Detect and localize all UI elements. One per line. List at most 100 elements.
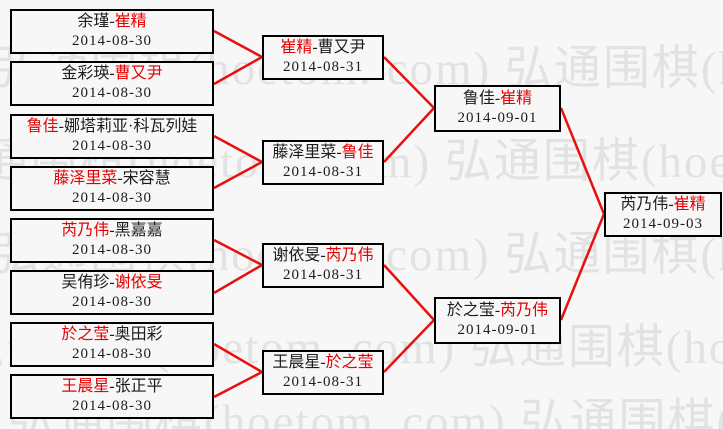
player2-name: 张正平	[114, 378, 163, 395]
match-date: 2014-09-01	[457, 110, 538, 126]
match-box: 於之莹-芮乃伟 2014-09-01	[434, 297, 561, 344]
players-separator: -	[109, 65, 115, 82]
players-separator: -	[109, 326, 115, 343]
match-box: 芮乃伟-崔精 2014-09-03	[604, 192, 722, 237]
match-players: 芮乃伟-黑嘉嘉	[61, 221, 162, 241]
match-players: 王晨星-张正平	[61, 377, 162, 397]
players-separator: -	[109, 222, 115, 239]
match-date: 2014-08-30	[72, 294, 152, 310]
match-date: 2014-09-01	[457, 322, 538, 338]
player1-name: 王晨星	[272, 354, 321, 371]
player2-name: 鲁佳	[341, 144, 374, 161]
connector-line	[383, 319, 435, 373]
players-separator: -	[320, 354, 326, 371]
match-box: 藤泽里菜-宋容慧 2014-08-30	[10, 166, 214, 211]
match-date: 2014-08-31	[283, 59, 363, 75]
connector-line	[213, 342, 263, 374]
connector-line	[213, 55, 263, 86]
match-date: 2014-08-30	[72, 33, 152, 49]
player1-name: 谢依旻	[272, 247, 321, 264]
match-players: 谢依旻-芮乃伟	[272, 246, 373, 266]
match-players: 金彩瑛-曹又尹	[61, 64, 162, 84]
connector-line	[559, 213, 606, 321]
match-players: 余瑾-崔精	[77, 12, 146, 32]
match-box: 余瑾-崔精 2014-08-30	[10, 9, 214, 54]
player2-name: 崔精	[500, 90, 533, 107]
players-separator: -	[668, 196, 674, 213]
match-players: 於之莹-芮乃伟	[447, 301, 548, 321]
match-players: 於之莹-奥田彩	[61, 325, 162, 345]
match-date: 2014-08-30	[72, 138, 152, 154]
player2-name: 芮乃伟	[325, 247, 374, 264]
connector-line	[213, 263, 263, 295]
connector-line	[213, 134, 263, 164]
connector-line	[213, 238, 263, 267]
match-players: 藤泽里菜-宋容慧	[53, 169, 170, 189]
players-separator: -	[58, 118, 64, 135]
connector-line	[383, 107, 435, 163]
match-players: 崔精-曹又尹	[280, 38, 365, 58]
players-separator: -	[109, 274, 115, 291]
players-separator: -	[117, 170, 123, 187]
player2-name: 曹又尹	[114, 65, 163, 82]
match-box: 吴侑珍-谢依旻 2014-08-30	[10, 270, 214, 315]
players-separator: -	[494, 90, 501, 107]
player1-name: 吴侑珍	[61, 274, 110, 291]
connector-line	[213, 29, 263, 59]
connector-line	[213, 160, 263, 190]
player1-name: 鲁佳	[462, 90, 495, 107]
player1-name: 藤泽里菜	[272, 144, 337, 161]
player1-name: 王晨星	[61, 378, 110, 395]
connector-line	[383, 264, 435, 321]
player1-name: 鲁佳	[26, 118, 59, 135]
player1-name: 余瑾	[77, 13, 110, 30]
player2-name: 奥田彩	[114, 326, 163, 343]
match-date: 2014-08-31	[283, 267, 363, 283]
match-box: 崔精-曹又尹 2014-08-31	[262, 35, 384, 80]
players-separator: -	[109, 378, 115, 395]
match-date: 2014-08-30	[72, 190, 152, 206]
player2-name: 宋容慧	[122, 170, 171, 187]
player1-name: 芮乃伟	[61, 222, 110, 239]
player2-name: 谢依旻	[114, 274, 163, 291]
player2-name: 崔精	[673, 196, 706, 213]
match-date: 2014-08-30	[72, 346, 152, 362]
player2-name: 崔精	[114, 13, 147, 30]
match-players: 鲁佳-娜塔莉亚·科瓦列娃	[27, 117, 198, 137]
players-separator: -	[336, 144, 342, 161]
match-box: 於之莹-奥田彩 2014-08-30	[10, 322, 214, 367]
player1-name: 藤泽里菜	[53, 170, 118, 187]
connector-line	[559, 107, 606, 215]
match-players: 王晨星-於之莹	[272, 353, 373, 373]
player1-name: 芮乃伟	[620, 196, 669, 213]
match-box: 王晨星-於之莹 2014-08-31	[262, 350, 384, 395]
match-date: 2014-08-30	[72, 398, 152, 414]
match-box: 鲁佳-崔精 2014-09-01	[434, 85, 561, 132]
players-separator: -	[320, 247, 326, 264]
player1-name: 於之莹	[61, 326, 110, 343]
match-players: 吴侑珍-谢依旻	[61, 273, 162, 293]
player1-name: 於之莹	[446, 302, 495, 319]
match-date: 2014-09-03	[623, 216, 703, 232]
match-players: 藤泽里菜-鲁佳	[272, 143, 373, 163]
players-separator: -	[109, 13, 115, 30]
players-separator: -	[494, 302, 501, 319]
player2-name: 曹又尹	[317, 39, 366, 56]
match-players: 芮乃伟-崔精	[620, 195, 705, 215]
player2-name: 黑嘉嘉	[114, 222, 163, 239]
connector-line	[213, 370, 263, 399]
match-box: 谢依旻-芮乃伟 2014-08-31	[262, 243, 384, 288]
match-box: 鲁佳-娜塔莉亚·科瓦列娃 2014-08-30	[10, 114, 214, 159]
match-box: 藤泽里菜-鲁佳 2014-08-31	[262, 140, 384, 185]
player2-name: 芮乃伟	[500, 302, 549, 319]
player1-name: 金彩瑛	[61, 65, 110, 82]
match-date: 2014-08-30	[72, 85, 152, 101]
match-date: 2014-08-30	[72, 242, 152, 258]
match-box: 王晨星-张正平 2014-08-30	[10, 374, 214, 419]
match-box: 金彩瑛-曹又尹 2014-08-30	[10, 61, 214, 106]
match-players: 鲁佳-崔精	[463, 89, 532, 109]
players-separator: -	[312, 39, 318, 56]
player2-name: 娜塔莉亚·科瓦列娃	[64, 118, 198, 135]
